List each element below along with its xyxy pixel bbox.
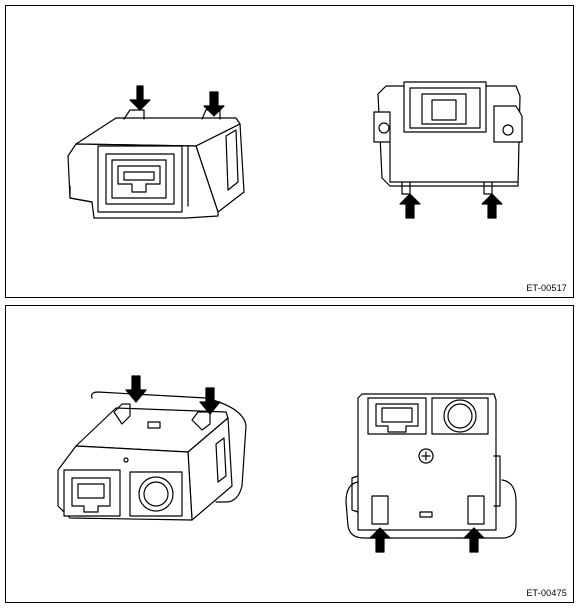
arrow-down-icon bbox=[203, 91, 225, 117]
connector-illustration bbox=[67, 81, 523, 219]
switch-rear-view bbox=[345, 393, 517, 553]
figure-panel-bottom: ET-00475 bbox=[5, 305, 574, 603]
arrow-up-icon bbox=[481, 193, 503, 219]
figure-panel-top: ET-00517 bbox=[5, 5, 574, 298]
switch-front-view bbox=[57, 375, 247, 521]
arrow-up-icon bbox=[369, 527, 391, 553]
arrow-down-icon bbox=[125, 375, 147, 403]
connector-rear-view bbox=[373, 81, 523, 219]
arrow-down-icon bbox=[129, 85, 151, 111]
connector-front-view bbox=[67, 85, 245, 219]
arrow-up-icon bbox=[463, 527, 485, 553]
figure-code: ET-00475 bbox=[526, 588, 567, 598]
arrow-up-icon bbox=[399, 193, 421, 219]
switch-illustration bbox=[57, 375, 517, 553]
arrow-down-icon bbox=[199, 387, 221, 415]
figure-code: ET-00517 bbox=[526, 283, 567, 293]
